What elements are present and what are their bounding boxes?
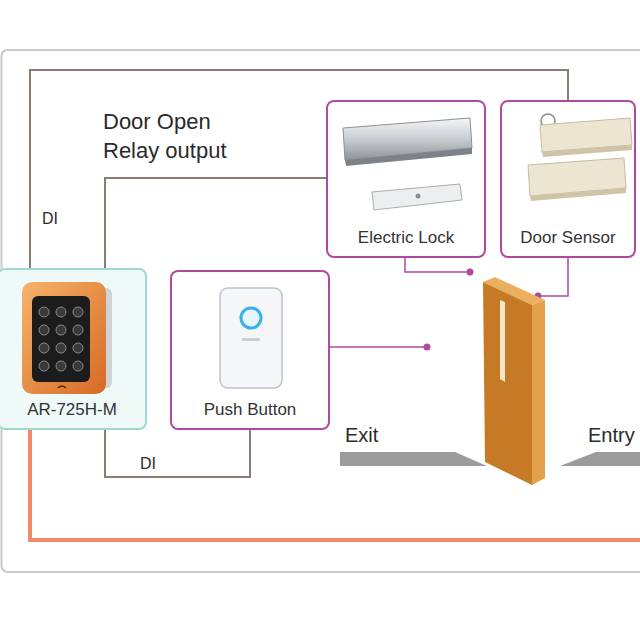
controller-box: AR-725H-M (0, 268, 147, 430)
box-label: AR-725H-M (27, 400, 117, 420)
box-label: Push Button (204, 400, 297, 420)
box-label: Door Sensor (520, 228, 615, 248)
box-label: Electric Lock (358, 228, 454, 248)
lock-box: Electric Lock (326, 100, 486, 258)
signal-wire (105, 178, 326, 268)
door-sensor (528, 114, 632, 201)
exit-arrow (340, 452, 487, 466)
signal-label: DI (42, 210, 58, 228)
direction-label: Entry (588, 424, 635, 447)
frame (2, 50, 640, 572)
exit-button (220, 288, 282, 388)
power-line (30, 430, 640, 540)
door (483, 277, 545, 485)
magnetic-lock (343, 118, 472, 210)
relay-label: Door Open Relay output (103, 108, 253, 165)
button-box: Push Button (170, 270, 330, 430)
controller-fill (0, 268, 147, 430)
signal-wire (105, 430, 250, 477)
entry-arrow (560, 452, 640, 466)
sensor-box: Door Sensor (500, 100, 636, 258)
keypad-device (22, 282, 112, 394)
signal-wire (30, 70, 568, 268)
direction-label: Exit (345, 424, 378, 447)
signal-label: DI (140, 455, 156, 473)
